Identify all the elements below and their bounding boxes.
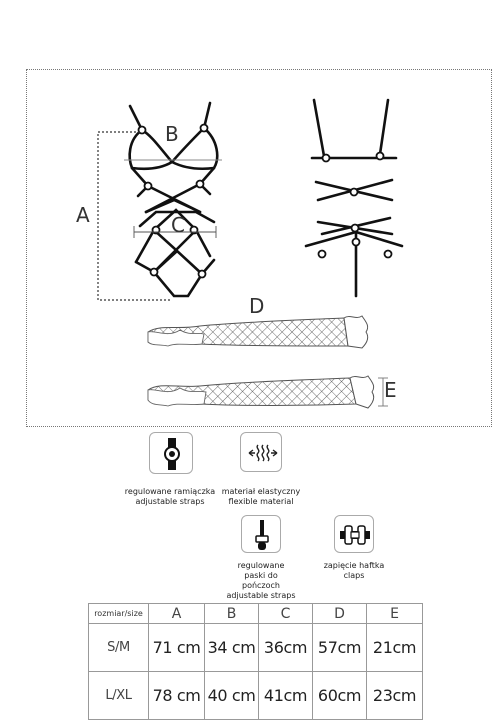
dimension-label-c: C xyxy=(171,213,185,237)
table-cell: 36cm xyxy=(258,623,313,672)
row-label-size: L/XL xyxy=(88,671,149,720)
column-header-d: D xyxy=(312,603,367,624)
diagram-frame xyxy=(26,69,492,427)
feature-caption-garter-straps: regulowane paski do pończoch adjustable … xyxy=(226,561,296,600)
stocking-bottom-sketch xyxy=(147,375,375,409)
column-header-a: A xyxy=(148,603,205,624)
feature-caption-hook-clasp: zapięcie haftka claps xyxy=(323,561,385,580)
table-cell: 78 cm xyxy=(148,671,205,720)
size-table: rozmiar/size A B C D E S/M 71 cm 34 cm 3… xyxy=(88,603,423,720)
dimension-label-a: A xyxy=(76,203,90,227)
size-table-header: rozmiar/size A B C D E xyxy=(88,603,423,624)
table-cell: 23cm xyxy=(366,671,423,720)
stocking-top-sketch xyxy=(147,315,369,349)
feature-caption-flexible-material: materiał elastyczny flexible material xyxy=(221,487,301,506)
table-cell: 71 cm xyxy=(148,623,205,672)
bodysuit-back-sketch xyxy=(304,98,404,298)
table-row: S/M 71 cm 34 cm 36cm 57cm 21cm xyxy=(88,623,423,672)
table-cell: 34 cm xyxy=(204,623,259,672)
bodysuit-front-rings xyxy=(137,123,209,279)
elastic-material-icon xyxy=(240,432,282,472)
dimension-label-b: B xyxy=(165,122,179,146)
table-cell: 57cm xyxy=(312,623,367,672)
column-header-e: E xyxy=(366,603,423,624)
table-cell: 21cm xyxy=(366,623,423,672)
row-label-size: S/M xyxy=(88,623,149,672)
dimension-label-d: D xyxy=(249,294,265,318)
dimension-label-e: E xyxy=(384,378,397,402)
column-header-c: C xyxy=(258,603,313,624)
table-cell: 41cm xyxy=(258,671,313,720)
hook-clasp-icon xyxy=(334,515,374,553)
feature-caption-adjustable-straps: regulowane ramiączka adjustable straps xyxy=(124,487,216,506)
bodysuit-back-rings xyxy=(317,151,393,259)
size-table-corner: rozmiar/size xyxy=(88,603,149,624)
column-header-b: B xyxy=(204,603,259,624)
table-cell: 60cm xyxy=(312,671,367,720)
adjustable-strap-icon xyxy=(149,432,193,474)
table-cell: 40 cm xyxy=(204,671,259,720)
garter-strap-icon xyxy=(241,515,281,553)
measurement-guides xyxy=(97,131,388,407)
product-sketch xyxy=(97,98,404,409)
table-row: L/XL 78 cm 40 cm 41cm 60cm 23cm xyxy=(88,671,423,720)
